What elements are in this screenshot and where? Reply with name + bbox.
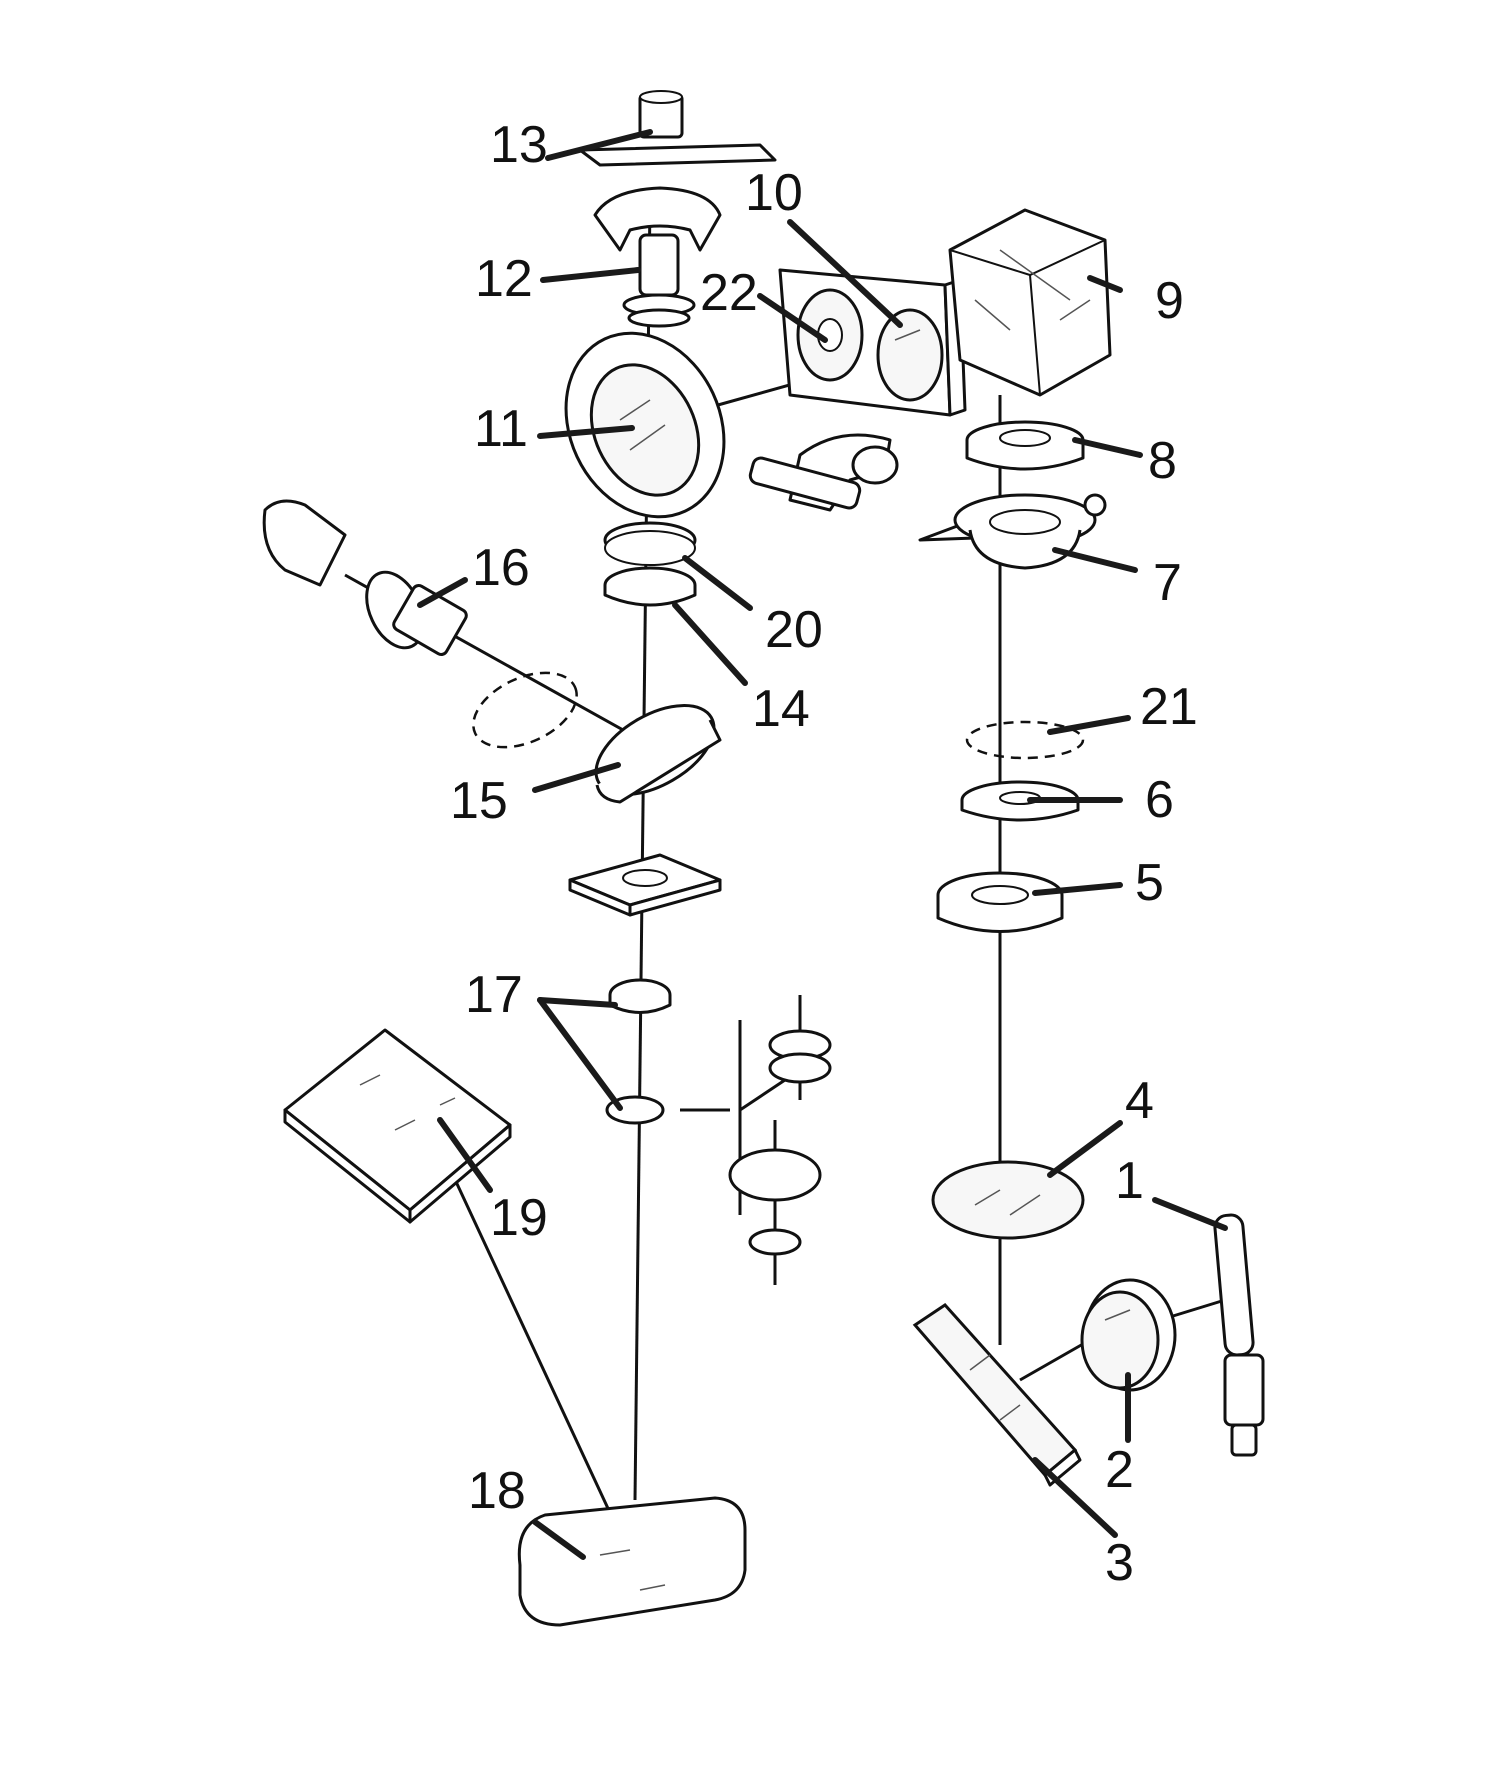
callout-labels: 13 10 12 22 9 11 8 16 7 20 14 21 15 6 5 … [450,116,1198,1592]
part-21-dashed-disc [965,720,1085,760]
part-19-slide-plate [283,1028,512,1224]
leader-17b [537,997,623,1111]
label-13: 13 [490,116,548,174]
mirror-to-lens-ray [1019,1338,1091,1382]
base-to-plate-ray [423,1114,627,1546]
label-8: 8 [1148,432,1177,490]
part-2-collector-lens [1080,1278,1177,1392]
part-1-lamp [1213,1213,1265,1457]
label-11: 11 [474,400,528,458]
label-16: 16 [472,539,530,597]
label-12: 12 [475,250,533,308]
part-16-side-eyepiece [262,499,578,749]
label-21: 21 [1140,678,1198,736]
part-3-mirror [912,1303,1082,1487]
leader-19 [437,1117,493,1193]
label-6: 6 [1145,771,1174,829]
leader-5 [1032,882,1123,896]
label-5: 5 [1135,854,1164,912]
part-7-condenser-mount [918,493,1107,570]
part-4-lens [931,1160,1085,1240]
leader-14 [672,602,748,686]
stage-plate [568,853,722,917]
part-14-disc [603,566,697,607]
part-5-ring [936,871,1064,933]
leader-lines [417,129,1228,1560]
leader-11 [537,425,635,439]
leader-21 [1047,715,1131,735]
leader-13 [545,129,653,161]
label-14: 14 [752,680,810,738]
leader-9 [1087,275,1123,293]
label-20: 20 [765,601,823,659]
leader-12 [540,267,641,283]
leader-10 [787,219,903,328]
label-17: 17 [465,966,523,1024]
label-9: 9 [1155,272,1184,330]
label-2: 2 [1105,1441,1134,1499]
label-18: 18 [468,1462,526,1520]
leader-16 [417,577,468,608]
label-4: 4 [1125,1072,1154,1130]
leader-1 [1152,1197,1228,1231]
leader-3 [1032,1457,1118,1538]
part-8-ring [965,420,1085,471]
label-7: 7 [1153,554,1182,612]
label-22: 22 [700,264,758,322]
leader-7 [1052,547,1138,573]
part-12-eyepiece-holder [593,186,722,328]
part-15-beam-splitter [594,704,722,804]
part-11-ring [564,331,726,519]
leader-15 [532,762,621,793]
label-3: 3 [1105,1534,1134,1592]
part-22-10-plate [778,268,967,417]
label-19: 19 [490,1189,548,1247]
label-1: 1 [1115,1152,1144,1210]
part-18-base [517,1496,747,1627]
leader-18 [532,1519,586,1560]
focusing-mechanism [748,433,899,512]
part-9-prism [948,208,1112,397]
leader-20 [682,555,753,611]
label-15: 15 [450,772,508,830]
label-10: 10 [745,164,803,222]
objective-inset [680,995,832,1285]
leader-4 [1047,1120,1123,1178]
leader-8 [1072,437,1143,458]
part-13-top-plate [578,90,777,167]
part-6-disc [960,780,1080,822]
part-20-dashed-disc [603,521,697,566]
leader-17a [537,997,618,1008]
part-17-objectives [605,978,672,1125]
leader-22 [757,293,828,343]
